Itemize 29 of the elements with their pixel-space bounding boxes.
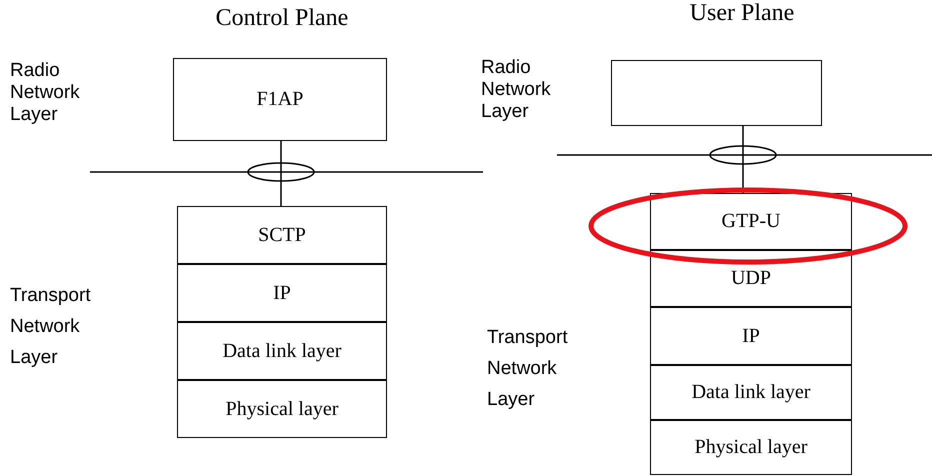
protocol-layer-box	[650, 193, 852, 250]
layer-group-label: Transport Network Layer	[487, 326, 569, 412]
layer-name: F1AP	[256, 88, 304, 111]
protocol-layer-box	[177, 264, 387, 322]
protocol-layer-box	[650, 420, 852, 475]
empty-box	[611, 60, 822, 126]
plane-title: User Plane	[690, 0, 794, 27]
layer-name: Data link layer	[222, 340, 342, 362]
layer-name: SCTP	[258, 224, 306, 246]
layer-name: IP	[273, 282, 291, 304]
protocol-layer-box	[177, 322, 387, 380]
layer-group-label: Radio Network Layer	[10, 60, 81, 126]
layer-name: Physical layer	[226, 398, 338, 420]
layer-group-label: Radio Network Layer	[481, 57, 552, 123]
layer-group-label: Transport Network Layer	[10, 284, 92, 370]
layer-name: IP	[742, 324, 760, 348]
protocol-layer-box	[177, 206, 387, 264]
protocol-layer-box	[177, 380, 387, 438]
connector-line	[742, 126, 744, 193]
layer-name: Physical layer	[694, 436, 808, 459]
layer-name: GTP-U	[722, 210, 780, 233]
plane-title: Control Plane	[216, 5, 348, 32]
protocol-layer-box	[650, 365, 852, 420]
layer-name: UDP	[730, 267, 771, 290]
protocol-layer-box	[173, 58, 387, 141]
layer-name: Data link layer	[692, 381, 810, 404]
protocol-layer-box	[650, 250, 852, 307]
protocol-layer-box	[650, 307, 852, 365]
connector-line	[280, 141, 282, 206]
